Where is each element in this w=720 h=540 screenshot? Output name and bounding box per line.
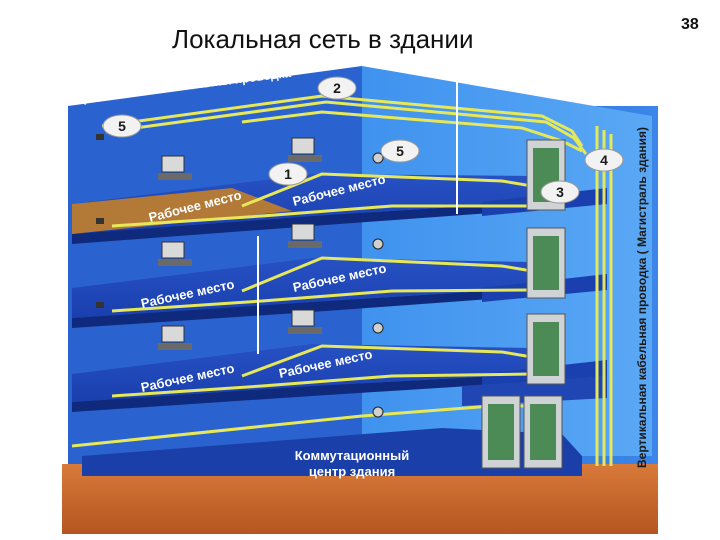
- slide-title: Локальная сеть в здании: [172, 24, 473, 55]
- marker-5: 5: [103, 115, 141, 137]
- slide-number: 38: [681, 16, 699, 34]
- svg-text:4: 4: [600, 152, 608, 168]
- telecom-rack: [482, 396, 520, 468]
- marker-3: 3: [541, 181, 579, 203]
- marker-5: 5: [381, 140, 419, 162]
- telecom-rack: [524, 396, 562, 468]
- marker-2: 2: [318, 77, 356, 99]
- telecom-rack: [527, 228, 565, 298]
- svg-text:5: 5: [118, 118, 126, 134]
- svg-text:5: 5: [396, 143, 404, 159]
- telecom-rack: [527, 314, 565, 384]
- comm-center-label-line1: Коммутационный: [295, 448, 409, 463]
- building-network-diagram: 2 5 5 1 4 3 Горизонтальная кабельная про…: [62, 56, 658, 534]
- vertical-cabling-label: Вертикальная кабельная проводка ( Магист…: [635, 127, 649, 468]
- comm-center-label-line2: центр здания: [309, 464, 395, 479]
- marker-1: 1: [269, 163, 307, 185]
- svg-text:1: 1: [284, 166, 292, 182]
- marker-4: 4: [585, 149, 623, 171]
- svg-text:3: 3: [556, 184, 564, 200]
- svg-text:2: 2: [333, 80, 341, 96]
